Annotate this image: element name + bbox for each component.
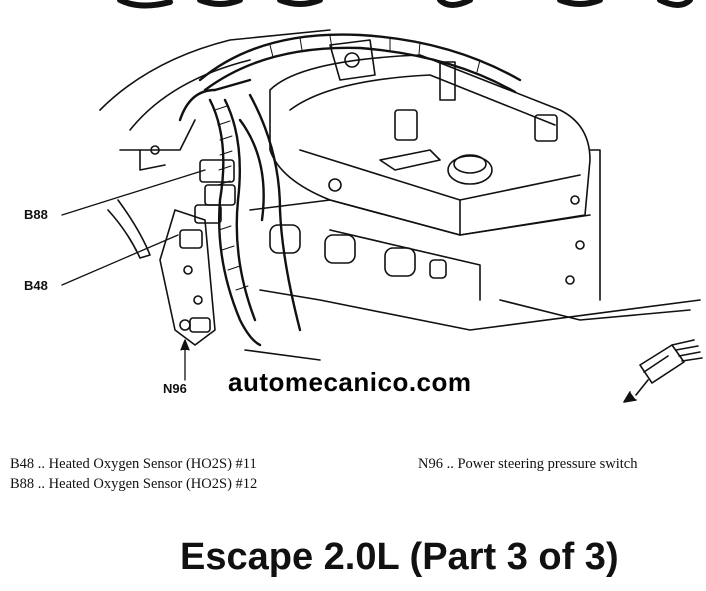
diagram-caption: Escape 2.0L (Part 3 of 3)	[180, 536, 619, 578]
callout-b88: B88	[24, 207, 48, 222]
sensor-connectors	[179, 159, 236, 333]
inset-arrow	[623, 391, 637, 403]
legend-code: B88	[10, 476, 35, 492]
callout-b48: B48	[24, 278, 48, 293]
leader-b88	[61, 169, 206, 216]
cropped-title-fragment	[117, 0, 693, 9]
harness-wrap	[214, 35, 481, 291]
wiring-harness	[178, 33, 522, 347]
legend-description: Heated Oxygen Sensor (HO2S) #12	[48, 476, 258, 492]
mounting-bracket	[107, 199, 216, 346]
engine-block	[244, 149, 701, 361]
legend-separator: ..	[446, 456, 454, 472]
legend-code: N96	[418, 456, 443, 472]
legend-separator: ..	[37, 476, 46, 492]
callout-n96: N96	[163, 381, 187, 396]
legend-code: B48	[10, 456, 35, 472]
valve-cover	[269, 54, 591, 236]
watermark-text: automecanico.com	[228, 367, 472, 397]
fender-panel	[99, 29, 331, 171]
callout-leaders	[61, 169, 206, 381]
legend-description: Heated Oxygen Sensor (HO2S) #11	[48, 456, 257, 472]
legend-item-b88: B88 .. Heated Oxygen Sensor (HO2S) #12	[10, 476, 257, 493]
connector-inset	[623, 339, 703, 403]
legend-separator: ..	[37, 456, 46, 472]
leader-b48	[61, 234, 179, 286]
arrow-head-n96	[180, 339, 190, 351]
intake-bracket	[329, 39, 456, 101]
legend-item-n96: N96 .. Power steering pressure switch	[418, 456, 637, 473]
legend-description: Power steering pressure switch	[457, 456, 638, 472]
engine-diagram	[61, 0, 703, 403]
legend-item-b48: B48 .. Heated Oxygen Sensor (HO2S) #11	[10, 456, 257, 473]
